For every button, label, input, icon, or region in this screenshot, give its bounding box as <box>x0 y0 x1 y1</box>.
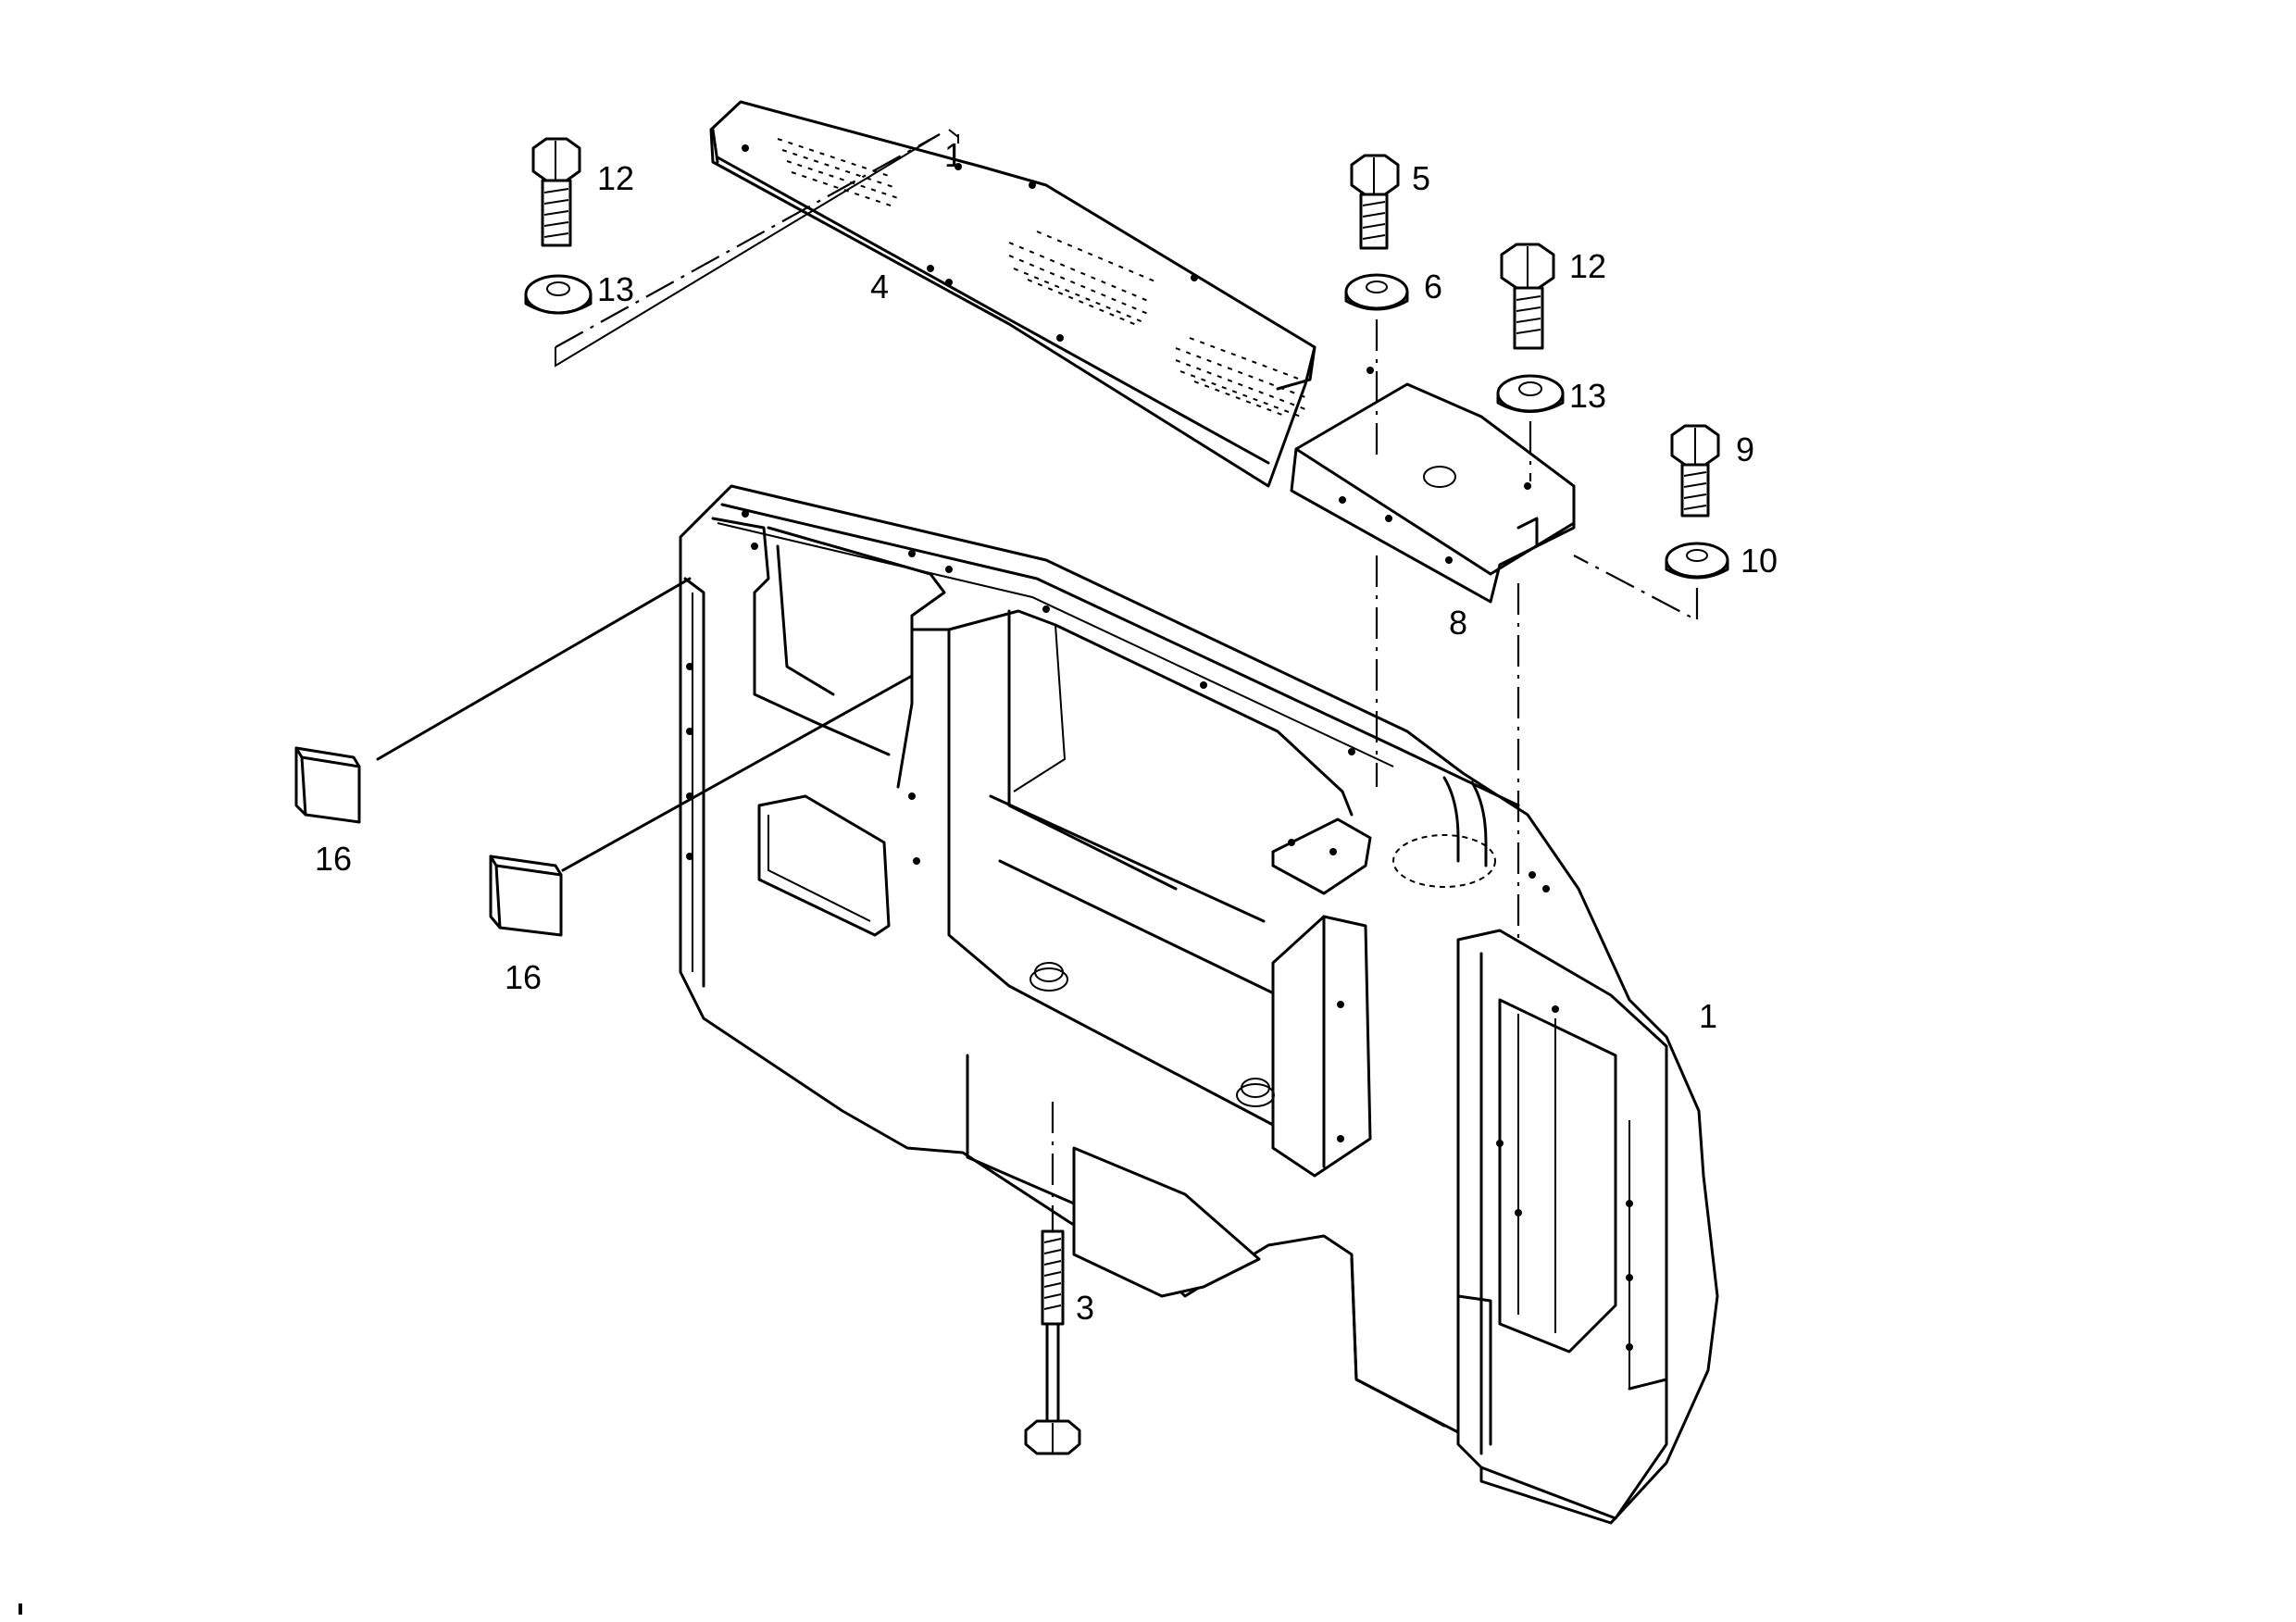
washer-6 <box>1344 273 1409 311</box>
callout-16-lower: 16 <box>505 958 542 996</box>
callout-13-right: 13 <box>1569 377 1606 415</box>
callout-9: 9 <box>1736 430 1754 468</box>
callout-16-upper: 16 <box>315 840 352 878</box>
callout-1: 1 <box>1699 997 1717 1035</box>
callout-12-left: 12 <box>597 159 634 197</box>
washer-10 <box>1665 542 1729 580</box>
end-cover-plate <box>1290 382 1576 604</box>
plug-cap-16-lower <box>489 855 563 937</box>
bolt-12-right <box>1500 243 1555 350</box>
callout-5: 5 <box>1412 159 1430 197</box>
perforation-grid-3 <box>1175 337 1306 418</box>
leader-lines <box>376 129 1699 1231</box>
callout-12-right: 12 <box>1569 247 1606 285</box>
long-bolt-3 <box>1024 1229 1081 1455</box>
callout-1-top: 1 <box>944 136 963 174</box>
callout-10: 10 <box>1741 542 1778 580</box>
top-cover-plate <box>709 100 1374 488</box>
bolt-5 <box>1350 154 1400 250</box>
callout-13-left: 13 <box>597 270 634 308</box>
bolt-9 <box>1670 424 1720 518</box>
bolt-12-left <box>531 137 581 247</box>
perforation-grid-1 <box>777 138 899 207</box>
housing-frame <box>679 484 1719 1525</box>
callout-labels: 1 12 13 4 5 6 12 13 9 10 8 1 16 16 3 <box>315 136 1778 1327</box>
callout-3: 3 <box>1076 1289 1094 1327</box>
washer-13-left <box>524 274 593 315</box>
washer-13-right <box>1496 374 1565 413</box>
callout-4: 4 <box>870 268 889 306</box>
scan-mark <box>19 1603 22 1615</box>
plug-cap-16-upper <box>294 746 361 824</box>
callout-8: 8 <box>1449 604 1467 642</box>
callout-6: 6 <box>1424 268 1442 306</box>
